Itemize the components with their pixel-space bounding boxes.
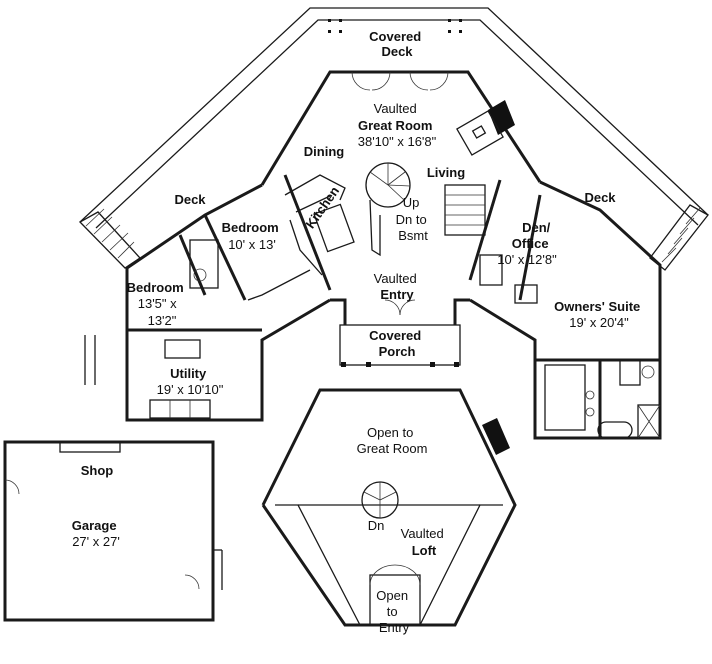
main-spiral-stair (365, 162, 411, 257)
dining-label: Dining (304, 144, 344, 159)
open-to-entry-label: Open to Entry (376, 588, 411, 635)
deck-right (649, 204, 709, 271)
entry-label: Vaulted Entry (374, 271, 421, 302)
loft-stair-down-label: Dn (368, 518, 385, 533)
kitchen-label: Kitchen (302, 184, 342, 232)
utility-label: Utility 19' x 10'10" (157, 366, 224, 397)
garage-label: Garage 27' x 27' (72, 518, 120, 549)
kitchen-counters (284, 174, 355, 276)
great-room-doors (351, 71, 449, 91)
covered-porch-label: Covered Porch (369, 328, 425, 359)
loft-spiral-stair (361, 481, 399, 519)
bedroom-2-label: Bedroom 13'5" x 13'2" (127, 280, 188, 328)
living-label: Living (427, 165, 465, 180)
utility-fixtures (84, 335, 211, 419)
deck-right-label: Deck (584, 190, 616, 205)
open-to-great-room-label: Open to Great Room (357, 425, 428, 456)
stair-down-basement-label: Dn to Bsmt (396, 212, 431, 243)
loft-walls (261, 388, 517, 627)
stair-up-label: Up (403, 195, 420, 210)
owners-suite-label: Owners' Suite 19' x 20'4" (554, 299, 644, 330)
covered-deck (79, 7, 709, 229)
basement-stair (444, 184, 486, 236)
owners-suite-bath (544, 359, 661, 439)
bedroom-bath (189, 239, 311, 301)
main-house-walls (125, 70, 662, 440)
den-closet (479, 254, 538, 304)
deck-left (78, 208, 141, 269)
den-office-label: Den/ Office 10' x 12'8" (497, 220, 557, 267)
covered-deck-label: Covered Deck (369, 29, 425, 59)
loft-label: Vaulted Loft (401, 526, 448, 558)
covered-porch (339, 299, 461, 367)
deck-post-marks (328, 19, 462, 33)
fireplace (456, 100, 515, 156)
deck-left-label: Deck (174, 192, 206, 207)
bedroom-1-label: Bedroom 10' x 13' (222, 220, 283, 252)
great-room-label: Vaulted Great Room 38'10" x 16'8" (358, 101, 437, 149)
shop-label: Shop (81, 463, 114, 478)
garage-walls (3, 440, 223, 622)
